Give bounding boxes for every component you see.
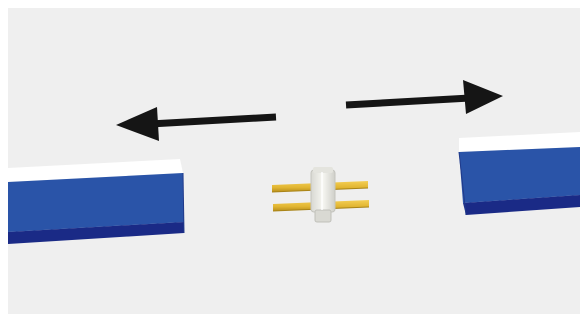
left-strip-top (8, 159, 183, 182)
right-arrow-head (463, 80, 503, 114)
left-arrow-head (116, 107, 159, 141)
pin-connector (271, 167, 370, 223)
left-strip-front (8, 173, 184, 232)
right-arrow-shaft (345, 94, 471, 109)
connector-housing (310, 167, 336, 223)
right-arrow (345, 80, 503, 114)
right-strip-front (459, 147, 580, 203)
left-arrow-shaft (149, 113, 277, 128)
left-strip-edge (182, 172, 185, 234)
right-strip-edge (458, 151, 467, 216)
right-strip-top (459, 132, 580, 152)
left-strip-bottom (8, 222, 184, 244)
right-strip-bottom (463, 195, 580, 215)
left-led-strip (8, 159, 185, 244)
right-led-strip (458, 132, 580, 216)
left-arrow (116, 107, 277, 141)
